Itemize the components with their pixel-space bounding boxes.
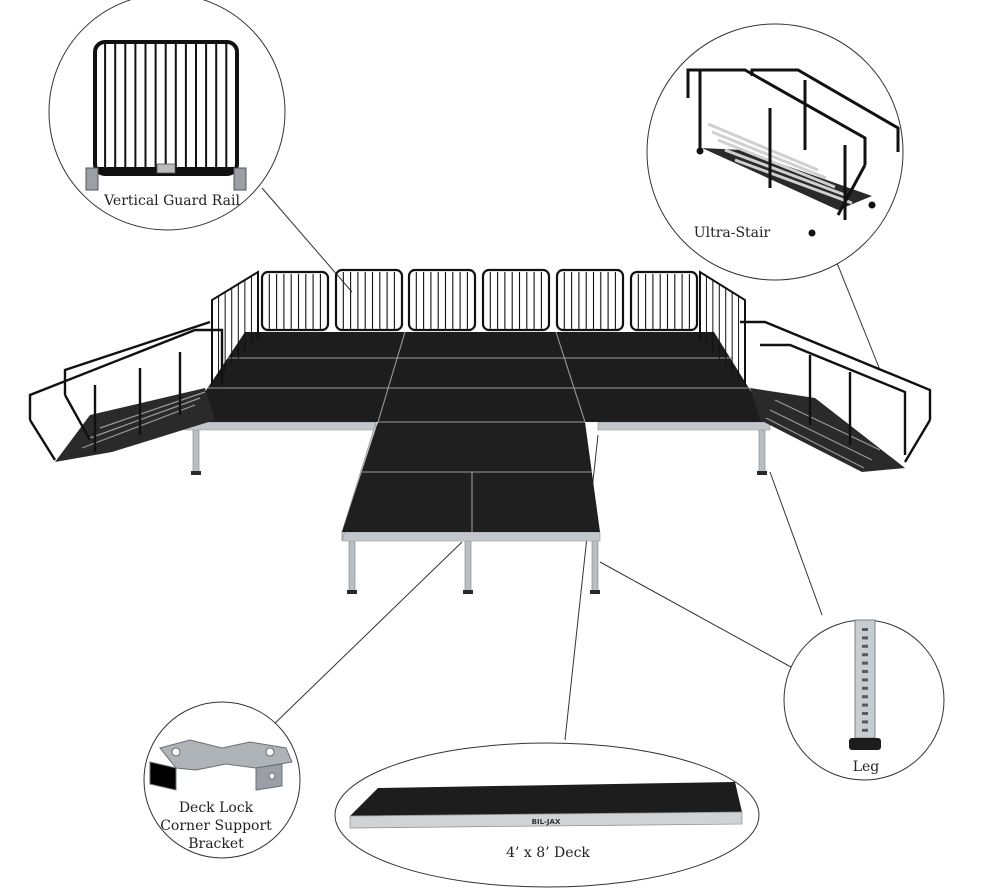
bracket-icon (149, 739, 293, 791)
leg-hole (862, 728, 868, 732)
leg-hole (862, 653, 868, 657)
callout-ultra-stair: Ultra-Stair (646, 23, 904, 281)
bracket-label-line-2: Corner Support (160, 818, 272, 834)
leg-hole (862, 628, 868, 631)
leg-hole (862, 636, 868, 640)
leg-hole (862, 670, 868, 673)
leader-guard-rail (261, 187, 353, 293)
leg-icon (849, 619, 881, 750)
deck-brand-text: BIL-JAX (532, 818, 561, 826)
back-guard-rails (211, 268, 746, 385)
stage-assembly (28, 268, 932, 594)
callout-guard-rail: Vertical Guard Rail (48, 0, 286, 231)
upper-deck-surface (185, 332, 770, 422)
bracket-label-line-3: Bracket (188, 836, 244, 852)
deck-label: 4’ x 8’ Deck (506, 845, 590, 861)
leg-feet (191, 471, 767, 594)
ultra-stair-label: Ultra-Stair (694, 225, 771, 241)
leg-hole (862, 695, 868, 699)
extension-deck-surface (342, 422, 600, 532)
leg-hole (862, 703, 868, 707)
callout-bracket: Deck Lock Corner Support Bracket (143, 701, 301, 859)
deck-joints (208, 331, 750, 532)
guard-rail-label: Vertical Guard Rail (103, 193, 240, 209)
right-stair (740, 320, 932, 472)
ultra-stair-icon (686, 68, 900, 237)
leg-hole (862, 712, 868, 715)
guard-rail-icon (85, 40, 247, 191)
leg-hole (862, 678, 868, 682)
deck-icon: BIL-JAX (349, 782, 743, 829)
leg-label: Leg (853, 759, 880, 775)
leg-hole (862, 686, 868, 690)
leader-ultra-stair (832, 252, 881, 371)
left-stair (28, 320, 224, 462)
leg-hole (862, 661, 868, 665)
leader-leg (769, 471, 823, 616)
leg-hole (862, 720, 868, 724)
leg-hole (862, 644, 868, 648)
callout-leg: Leg (783, 619, 945, 781)
leader-leg-2 (599, 561, 801, 673)
callout-deck: BIL-JAX 4’ x 8’ Deck (334, 742, 760, 888)
leader-bracket (269, 541, 463, 729)
bracket-label-line-1: Deck Lock (179, 800, 254, 816)
